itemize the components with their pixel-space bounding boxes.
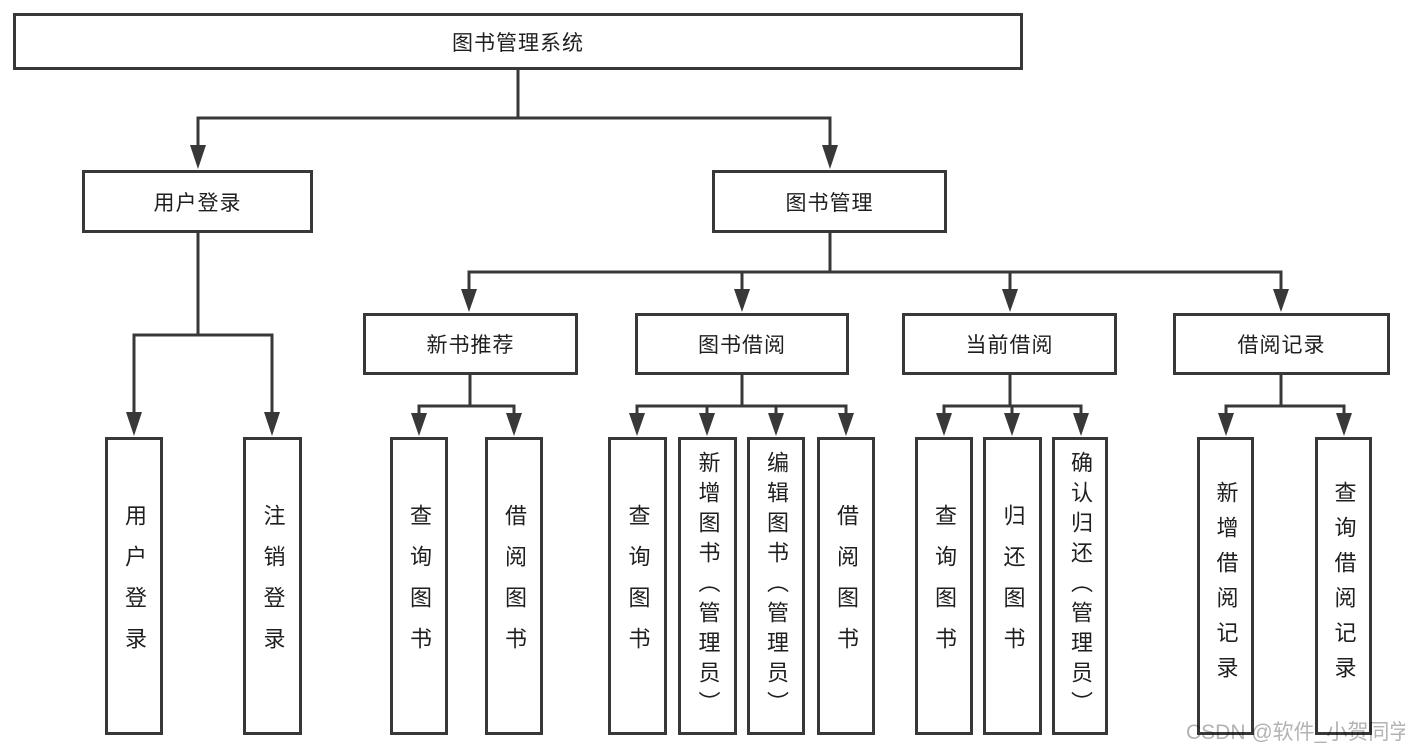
leaf-borrow-book-recommend-label: 借阅图书 [502, 504, 527, 668]
leaf-edit-book-admin: 编辑图书（管理员） [747, 437, 805, 735]
node-current-borrow: 当前借阅 [902, 313, 1117, 375]
node-book-borrow-label: 图书借阅 [698, 334, 786, 357]
leaf-confirm-return-admin: 确认归还（管理员） [1052, 437, 1108, 735]
connector-record [1224, 375, 1346, 416]
leaf-confirm-return-admin-label: 确认归还（管理员） [1068, 451, 1093, 721]
node-root-label: 图书管理系统 [452, 31, 584, 55]
leaf-user-login: 用户登录 [105, 437, 163, 735]
watermark: CSDN @软件_小贺同学 [1186, 721, 1405, 744]
node-user-login: 用户登录 [82, 170, 313, 233]
leaf-add-book-admin: 新增图书（管理员） [678, 437, 737, 735]
leaf-query-book-recommend: 查询图书 [390, 437, 448, 735]
node-new-book-recommend-label: 新书推荐 [426, 334, 515, 357]
leaf-return-book: 归还图书 [983, 437, 1042, 735]
leaf-add-borrow-record-label: 新增借阅记录 [1213, 481, 1239, 691]
leaf-edit-book-admin-label: 编辑图书（管理员） [764, 451, 789, 721]
connector-book-management [467, 233, 1283, 291]
leaf-query-book-current: 查询图书 [915, 437, 973, 735]
node-user-login-label: 用户登录 [153, 191, 242, 215]
leaf-query-borrow-record-label: 查询借阅记录 [1331, 481, 1357, 691]
node-book-borrow: 图书借阅 [635, 313, 849, 375]
leaf-add-borrow-record: 新增借阅记录 [1197, 437, 1254, 735]
connector-borrow [635, 375, 848, 416]
node-borrow-record-label: 借阅记录 [1237, 334, 1326, 357]
leaf-borrow-book-recommend: 借阅图书 [485, 437, 543, 735]
node-root: 图书管理系统 [13, 13, 1023, 70]
connector-user-login [132, 233, 274, 414]
leaf-user-login-label: 用户登录 [122, 504, 147, 668]
leaf-query-borrow-record: 查询借阅记录 [1315, 437, 1372, 735]
node-new-book-recommend: 新书推荐 [363, 313, 578, 375]
arrowheads [126, 145, 1352, 436]
connector-current [942, 375, 1083, 416]
leaf-query-book-borrow: 查询图书 [608, 437, 667, 735]
leaf-query-book-current-label: 查询图书 [932, 504, 957, 668]
node-borrow-record: 借阅记录 [1173, 313, 1390, 375]
leaf-return-book-label: 归还图书 [1000, 504, 1026, 668]
leaf-add-book-admin-label: 新增图书（管理员） [695, 451, 721, 721]
connector-recommend [417, 375, 516, 416]
leaf-query-book-recommend-label: 查询图书 [407, 504, 432, 668]
leaf-logout-label: 注销登录 [260, 504, 286, 668]
connector-root [196, 69, 832, 148]
leaf-borrow-book: 借阅图书 [817, 437, 875, 735]
node-current-borrow-label: 当前借阅 [965, 334, 1054, 357]
leaf-logout: 注销登录 [243, 437, 302, 735]
leaf-query-book-borrow-label: 查询图书 [625, 504, 651, 668]
node-book-management: 图书管理 [712, 170, 947, 233]
node-book-management-label: 图书管理 [785, 191, 874, 215]
leaf-borrow-book-label: 借阅图书 [834, 504, 859, 668]
